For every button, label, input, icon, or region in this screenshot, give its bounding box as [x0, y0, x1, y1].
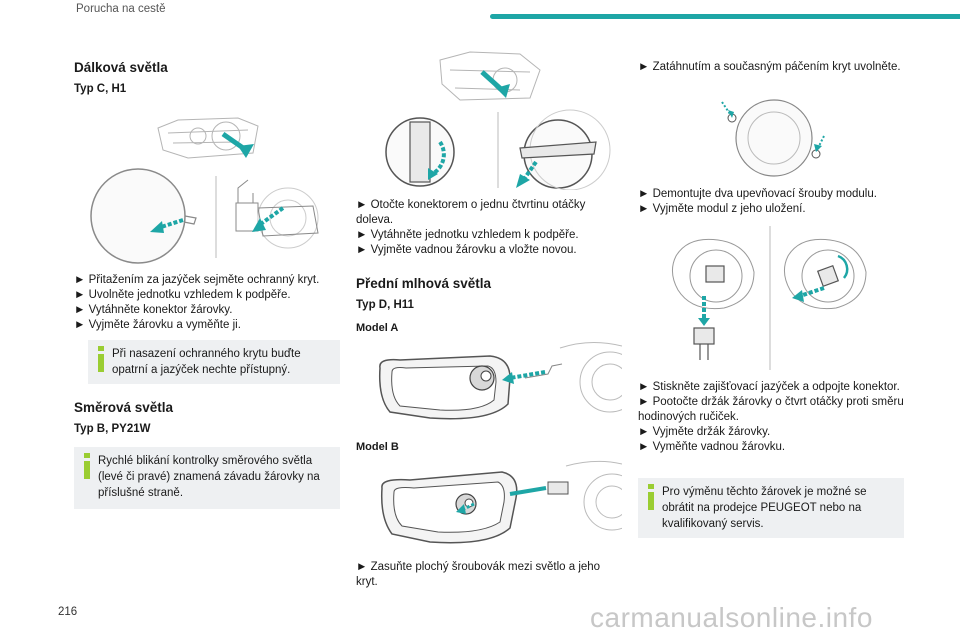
step-text: ► Zatáhnutím a současným páčením kryt uv…	[638, 61, 901, 73]
info-text: Rychlé blikání kontrolky směrového světl…	[98, 455, 320, 499]
model-a-label: Model A	[356, 322, 399, 334]
step-text: ► Vyjměte držák žárovky.	[638, 426, 771, 438]
info-box-cover: Při nasazení ochranného krytu buďte opat…	[88, 340, 340, 384]
model-a-illustration	[370, 338, 622, 428]
fog-module-illustration	[714, 96, 834, 180]
watermark: carmanualsonline.info	[590, 602, 873, 633]
step-text: ► Vytáhněte konektor žárovky.	[74, 304, 233, 316]
step-text: ► Vytáhněte jednotku vzhledem k podpěře.	[356, 229, 579, 241]
step-text: ► Otočte konektorem o jednu čtvrtinu otá…	[356, 199, 586, 226]
step-text: ► Vyjměte modul z jeho uložení.	[638, 203, 806, 215]
high-beam-steps: ► Přitažením za jazýček sejměte ochranný…	[74, 273, 340, 333]
type-label: Typ C, H1	[74, 83, 127, 95]
step-text: ► Stiskněte zajišťovací jazýček a odpojt…	[638, 381, 900, 393]
heading-high-beam: Dálková světla	[74, 60, 168, 75]
info-box-dealer: Pro výměnu těchto žárovek je možné se ob…	[638, 478, 904, 538]
fog-steps-2: ► Demontujte dva upevňovací šrouby modul…	[638, 187, 904, 217]
fog-steps-3: ► Stiskněte zajišťovací jazýček a odpojt…	[638, 380, 904, 455]
step-text: ► Demontujte dva upevňovací šrouby modul…	[638, 188, 877, 200]
info-text: Při nasazení ochranného krytu buďte opat…	[112, 348, 301, 376]
step-text: ► Uvolněte jednotku vzhledem k podpěře.	[74, 289, 291, 301]
step-text: ► Pootočte držák žárovky o čtvrt otáčky …	[638, 396, 904, 423]
step-text: ► Přitažením za jazýček sejměte ochranný…	[74, 274, 320, 286]
turn-signal-illustration	[370, 50, 622, 190]
info-box-blink: Rychlé blikání kontrolky směrového světl…	[74, 447, 340, 509]
type-label-2: Typ B, PY21W	[74, 423, 151, 435]
step-text: ► Vyjměte žárovku a vyměňte ji.	[74, 319, 241, 331]
step-text: ► Zasuňte plochý šroubovák mezi světlo a…	[356, 561, 601, 588]
page-number: 216	[58, 606, 78, 618]
info-icon	[84, 453, 90, 479]
header-accent-bar	[490, 14, 960, 19]
header-section-title: Porucha na cestě	[76, 3, 166, 15]
heading-fog-lights: Přední mlhová světla	[356, 276, 492, 291]
model-b-label: Model B	[356, 441, 399, 453]
step-text: ► Vyměňte vadnou žárovku.	[638, 441, 786, 453]
info-text: Pro výměnu těchto žárovek je možné se ob…	[662, 486, 867, 530]
high-beam-illustration	[88, 108, 340, 266]
fog-bulb-illustration	[658, 226, 882, 370]
info-icon	[98, 346, 104, 372]
model-b-steps: ► Zasuňte plochý šroubovák mezi světlo a…	[356, 560, 622, 590]
turn-signal-steps: ► Otočte konektorem o jednu čtvrtinu otá…	[356, 198, 622, 258]
fog-step-1: ► Zatáhnutím a současným páčením kryt uv…	[638, 60, 904, 75]
step-text: ► Vyjměte vadnou žárovku a vložte novou.	[356, 244, 577, 256]
info-icon	[648, 484, 654, 510]
type-label-3: Typ D, H11	[356, 299, 414, 311]
heading-turn-signals: Směrová světla	[74, 400, 174, 415]
model-b-illustration	[370, 458, 622, 550]
